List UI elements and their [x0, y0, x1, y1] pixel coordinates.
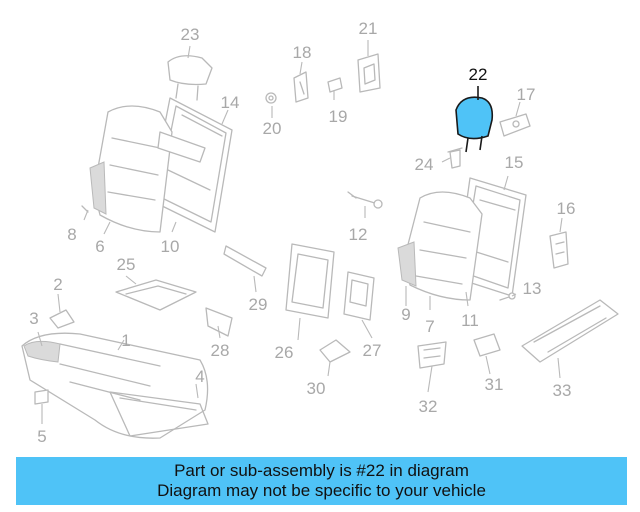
callout-29[interactable]: 29	[249, 295, 268, 314]
parts-diagram: 23 14 18 19 20 21 22 17 24 15 16 12 13 1…	[21, 19, 619, 446]
callout-31[interactable]: 31	[485, 375, 504, 394]
bracket-32-part	[417, 341, 447, 369]
bolt-12-part	[347, 191, 383, 209]
callout-numbers: 23 14 18 19 20 21 22 17 24 15 16 12 13 1…	[29, 19, 575, 446]
banner-line-2: Diagram may not be specific to your vehi…	[157, 481, 486, 500]
callout-4[interactable]: 4	[195, 367, 204, 386]
callout-13[interactable]: 13	[523, 279, 542, 298]
bracket-31-part	[473, 333, 501, 357]
small-parts-top-group	[265, 53, 381, 104]
seat-cushion-part	[21, 332, 209, 439]
callout-32[interactable]: 32	[419, 397, 438, 416]
hook-5-part	[34, 389, 49, 405]
callout-5[interactable]: 5	[37, 427, 46, 446]
cover-28-part	[205, 307, 233, 337]
bracket-17-part	[499, 113, 531, 137]
guide-24-part	[447, 147, 463, 169]
callout-10[interactable]: 10	[161, 237, 180, 256]
trim-8-part	[81, 205, 89, 213]
callout-26[interactable]: 26	[275, 343, 294, 362]
callout-16[interactable]: 16	[557, 199, 576, 218]
trim-16-part	[549, 231, 569, 269]
callout-23[interactable]: 23	[181, 25, 200, 44]
callout-3[interactable]: 3	[29, 309, 38, 328]
callout-21[interactable]: 21	[359, 19, 378, 38]
callout-14[interactable]: 14	[221, 93, 240, 112]
callout-2[interactable]: 2	[53, 275, 62, 294]
callout-12[interactable]: 12	[349, 225, 368, 244]
callout-19[interactable]: 19	[329, 107, 348, 126]
clip-2-part	[49, 309, 75, 329]
frame-26-part	[285, 243, 335, 319]
banner-line-1: Part or sub-assembly is #22 in diagram	[174, 461, 469, 480]
callout-8[interactable]: 8	[67, 225, 76, 244]
callout-24[interactable]: 24	[415, 155, 434, 174]
callout-9[interactable]: 9	[401, 305, 410, 324]
frame-27-part	[343, 271, 375, 321]
callout-30[interactable]: 30	[307, 379, 326, 398]
seat-back-right-part	[397, 177, 527, 301]
callout-27[interactable]: 27	[363, 341, 382, 360]
headrest-22-highlighted-part	[455, 96, 494, 153]
seat-back-left-part	[89, 97, 233, 233]
leader-lines	[37, 40, 563, 424]
panel-25-part	[115, 279, 197, 311]
callout-11[interactable]: 11	[461, 311, 479, 330]
armrest-33-part	[521, 299, 619, 363]
callout-33[interactable]: 33	[553, 381, 572, 400]
callout-18[interactable]: 18	[293, 43, 312, 62]
info-banner: Part or sub-assembly is #22 in diagram D…	[16, 457, 627, 505]
callout-20[interactable]: 20	[263, 119, 282, 138]
callout-6[interactable]: 6	[95, 237, 104, 256]
callout-25[interactable]: 25	[117, 255, 136, 274]
callout-15[interactable]: 15	[505, 153, 524, 172]
callout-7[interactable]: 7	[425, 317, 434, 336]
callout-1[interactable]: 1	[121, 331, 130, 350]
headrest-left-part	[167, 55, 213, 101]
callout-22[interactable]: 22	[469, 65, 488, 84]
bracket-30-part	[319, 339, 351, 363]
callout-28[interactable]: 28	[211, 341, 230, 360]
callout-17[interactable]: 17	[517, 85, 536, 104]
strip-29-part	[223, 245, 267, 277]
